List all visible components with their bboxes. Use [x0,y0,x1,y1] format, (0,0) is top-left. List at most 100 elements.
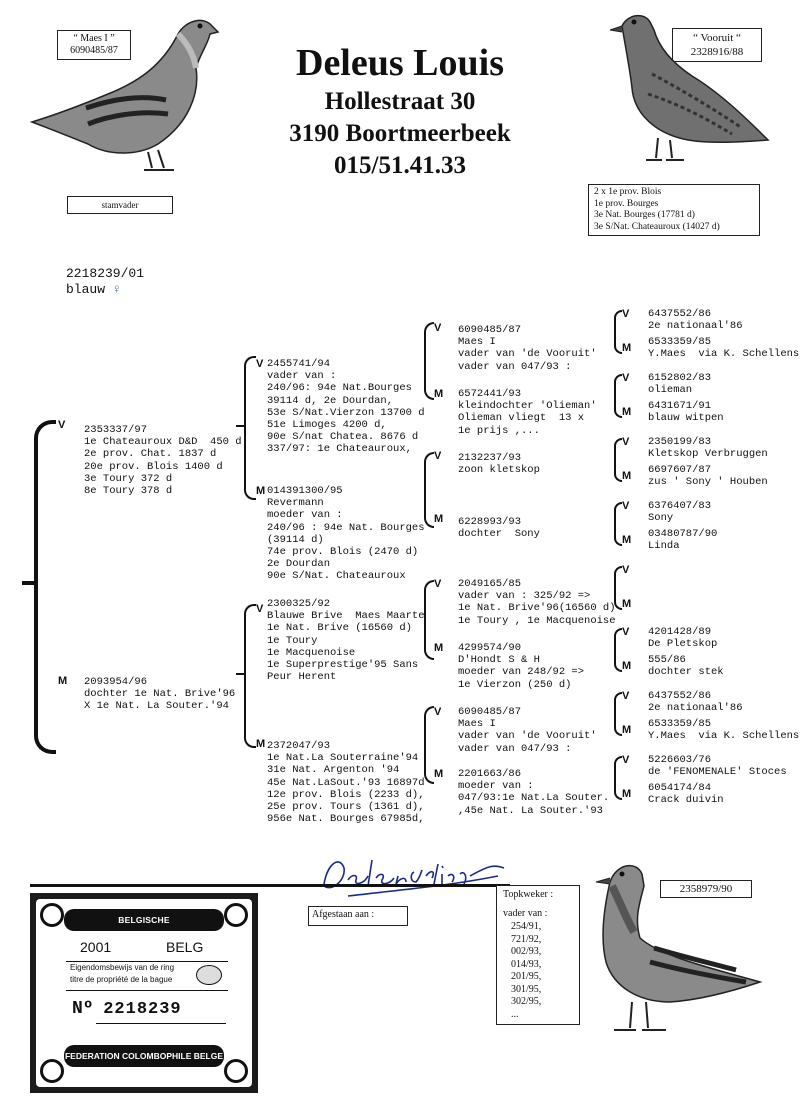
gen4-dam-mark: M [622,660,632,672]
ornament-icon [224,903,248,927]
dds-mark: V [434,706,442,718]
right-pigeon-label: “ Vooruit “ 2328916/88 [672,28,762,62]
ring-card-text: Eigendomsbewijs van de ring titre de pro… [66,961,228,991]
ss-mark: V [256,358,264,370]
sds-bracket [424,452,434,528]
gen4-text: 4201428/89 De Pletskop [648,626,718,651]
gen4-text: 6533359/85 Y.Maes via K. Schellens [648,336,800,361]
gen4-sire-mark: V [622,564,630,576]
dss-text: 2049165/85 vader van : 325/92 => 1e Nat.… [458,578,616,627]
breeder-city: 3190 Boortmeerbeek [289,120,511,147]
ring-card-number: 2218239 [103,1000,182,1019]
ssd-text: 6572441/93 kleindochter 'Olieman' Oliema… [458,388,597,437]
gen4-dam-mark: M [622,598,632,610]
ring-card-number-row: Nº 2218239 [72,999,182,1019]
sire-mark: V [58,419,66,431]
gen4-text: 5226603/76 de 'FENOMENALE' Stoces [648,754,787,779]
bottom-pigeon-image [570,852,770,1048]
topkweker-item: 721/92, [511,933,542,945]
gen4-text: 6437552/86 2e nationaal'86 [648,690,743,715]
gen4-bracket [614,628,622,672]
gen4-bracket [614,310,622,354]
ring-emblem-icon [196,965,222,985]
gen4-dam-mark: M [622,406,632,418]
ring-card-year: 2001 [80,939,112,955]
ornament-icon [40,1059,64,1083]
gen4-dam-mark: M [622,724,632,736]
ring-card-line2: titre de propriété de la bague [70,975,173,984]
sire-bracket-point [236,425,246,427]
gen4-text: 6697607/87 zus ' Sony ' Houben [648,464,768,489]
dam-bracket-point [236,673,246,675]
gen4-text: 6152802/83 olieman [648,372,712,397]
subject-ring: 2218239/01 [66,266,145,281]
sdd-text: 6228993/93 dochter Sony [458,516,540,541]
gen4-bracket [614,502,622,546]
gen4-text: 6376407/83 Sony [648,500,712,525]
right-result-line: 3e Nat. Bourges (17781 d) [594,210,695,220]
ddd-mark: M [434,768,444,780]
left-pigeon-image [28,4,228,180]
subject-color: blauw [66,282,106,297]
left-pigeon-name: “ Maes I ” [73,33,115,44]
topkweker-item: 002/93, [511,946,542,957]
topkweker-box: Topkweker : vader van : 254/91, 721/92, … [496,885,580,1025]
right-pigeon-results: 2 x 1e prov. Blois 1e prov. Bourges 3e N… [588,184,760,236]
gen4-bracket [614,756,622,800]
sdd-mark: M [434,513,444,525]
parents-bracket [34,420,56,754]
gen4-sire-mark: V [622,308,630,320]
ring-card-number-underline [96,1023,226,1024]
right-result-line: 1e prov. Bourges [594,198,659,209]
sss-mark: V [434,322,442,334]
ring-card-org-top: BELGISCHE DUIVENLIEFHEBBERSBOND [83,915,205,947]
parents-bracket-point [22,581,36,585]
topkweker-item: 301/95, [511,983,542,995]
gen4-text: 2350199/83 Kletskop Verbruggen [648,436,768,461]
gen4-text: 555/86 dochter stek [648,654,724,679]
breeder-street: Hollestraat 30 [324,88,476,115]
ring-card-number-prefix: Nº [72,999,94,1019]
dss-bracket [424,580,434,660]
ring-card-country: BELG [166,939,204,955]
ds-text: 2300325/92 Blauwe Brive Maes Maarte 1e N… [267,598,425,684]
ds-mark: V [256,603,264,615]
gen4-sire-mark: V [622,690,630,702]
ssd-mark: M [434,388,444,400]
gen4-dam-mark: M [622,534,632,546]
gen4-text: 6054174/84 Crack duivin [648,782,724,807]
right-pigeon-image [592,4,772,180]
left-pigeon-ring: 6090485/87 [70,45,118,56]
ornament-icon [40,903,64,927]
breeder-phone: 015/51.41.33 [334,152,466,179]
right-result-line: 3e S/Nat. Chateauroux (14027 d) [594,221,720,232]
right-pigeon-name: “ Vooruit “ [693,32,741,44]
bottom-pigeon-ring: 2358979/90 [660,880,752,898]
dsd-mark: M [434,642,444,654]
ring-card-line1: Eigendomsbewijs van de ring [70,963,175,972]
topkweker-item: ... [511,1008,519,1020]
ring-card: BELGISCHE DUIVENLIEFHEBBERSBOND 2001 BEL… [30,893,258,1093]
breeder-header: Deleus Louis Hollestraat 30 3190 Boortme… [230,40,570,182]
dd-mark: M [256,738,266,750]
subject-info: 2218239/01 blauw ♀ [66,266,144,298]
gen4-bracket [614,566,622,610]
topkweker-item: 201/95, [511,971,542,982]
right-result-line: 2 x 1e prov. Blois [594,187,662,197]
ring-card-top-banner: BELGISCHE DUIVENLIEFHEBBERSBOND [64,909,224,947]
section-divider [30,884,510,887]
gen4-text: 6431671/91 blauw witpen [648,400,724,425]
dds-bracket [424,706,434,784]
gen4-sire-mark: V [622,626,630,638]
gen4-dam-mark: M [622,470,632,482]
dam-bracket [244,604,256,748]
sd-mark: M [256,485,266,497]
gen4-text: 6437552/86 2e nationaal'86 [648,308,743,333]
left-pigeon-caption: stamvader [67,196,173,214]
gen4-text: 6533359/85 Y.Maes via K. Schellens [648,718,800,743]
sire-bracket [244,356,256,500]
sss-text: 6090485/87 Maes I vader van 'de Vooruit'… [458,324,597,373]
sss-bracket [424,322,434,400]
gen4-sire-mark: V [622,754,630,766]
breeder-name: Deleus Louis [296,42,504,84]
